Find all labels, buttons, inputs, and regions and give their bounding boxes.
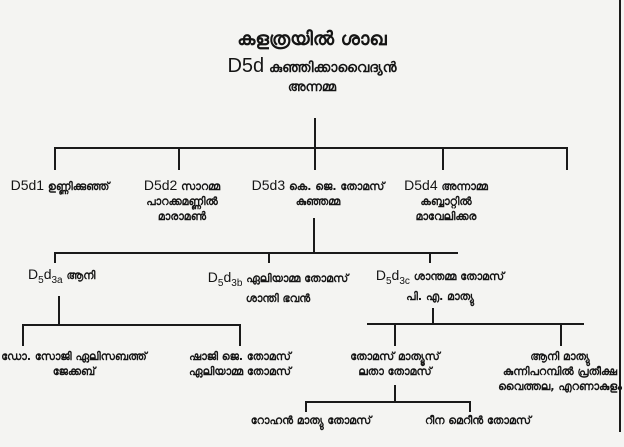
thomas-child-1: റോഹൻ മാത്യു തോമസ് — [250, 414, 372, 427]
name: ശാന്തമ്മ തോമസ് — [413, 270, 505, 283]
root-code: D5d — [227, 55, 265, 77]
spouse: ജേക്കബ് — [52, 365, 96, 378]
grandchild-d5d3a: D5d3a ആനി — [28, 267, 95, 288]
name: കെ. ജെ. തോമസ് — [288, 180, 385, 193]
connector — [58, 296, 60, 324]
connector — [54, 252, 56, 263]
grandchild-d5d3b: D5d3b ഏലിയാമ്മ തോമസ് ശാന്തി ഭവൻ — [208, 270, 348, 306]
address-line: മാരാമൺ — [157, 210, 207, 223]
page-border — [619, 0, 621, 432]
code: D5d2 — [143, 177, 178, 193]
connector — [305, 401, 307, 412]
connector — [314, 118, 316, 148]
name: ഉണ്ണിക്കുഞ്ഞ് — [47, 180, 110, 193]
code: D5d3 — [251, 177, 286, 193]
spouse: കുഞ്ഞമ്മ — [295, 195, 341, 208]
connector — [429, 252, 431, 263]
child-d5d1: D5d1 ഉണ്ണിക്കുഞ്ഞ് — [11, 178, 110, 194]
name: സാറമ്മ — [181, 180, 221, 193]
child-d5d4: D5d4 അന്നാമ്മ കബ്ബാറ്റിൽ മാവേലിക്കര — [404, 178, 488, 224]
connector — [469, 401, 471, 412]
name: ഏലിയാമ്മ തോമസ് — [246, 272, 349, 285]
name: ഡോ. സോജി ഏലിസബത്ത് — [1, 350, 147, 363]
d3c-child-1: തോമസ് മാത്യൂസ് ലതാ തോമസ് — [350, 349, 440, 379]
code: D5d3a — [28, 266, 63, 286]
spouse: ഏലിയാമ്മ തോമസ് — [189, 365, 291, 378]
connector — [560, 323, 562, 346]
connector — [178, 147, 180, 170]
connector — [394, 323, 396, 346]
connector — [22, 324, 24, 346]
connector — [442, 147, 444, 170]
address-line: കബ്ബാറ്റിൽ — [420, 195, 472, 208]
code: D5d3c — [375, 267, 410, 287]
connector — [566, 147, 568, 170]
code: D5d3b — [207, 269, 243, 289]
name: ആനി മാത്യു — [530, 350, 590, 363]
connector — [313, 218, 315, 253]
connector — [268, 252, 270, 263]
d3c-child-2: ആനി മാത്യു കുന്നിപറമ്പിൽ പ്രതീക്ഷ വൈത്തല… — [498, 349, 622, 394]
d3a-child-1: ഡോ. സോജി ഏലിസബത്ത് ജേക്കബ് — [1, 349, 147, 379]
name: ഷാജി ജെ. തോമസ് — [189, 350, 291, 363]
root-spouse: അന്നമ്മ — [287, 80, 337, 95]
connector — [367, 323, 584, 325]
address-line: പാറക്കമണ്ണിൽ — [146, 195, 218, 208]
address-line: മാവേലിക്കര — [415, 210, 477, 223]
connector — [54, 147, 56, 170]
grandchild-d5d3c: D5d3c ശാന്തമ്മ തോമസ് പി. എ. മാത്യു — [376, 268, 504, 304]
child-d5d3: D5d3 കെ. ജെ. തോമസ് കുഞ്ഞമ്മ — [252, 178, 385, 209]
root-name: കുഞ്ഞിക്കാവൈദ്യൻ — [269, 60, 397, 76]
child-d5d2: D5d2 സാറമ്മ പാറക്കമണ്ണിൽ മാരാമൺ — [144, 178, 220, 224]
connector — [305, 401, 471, 403]
spouse: കുന്നിപറമ്പിൽ പ്രതീക്ഷ — [502, 365, 618, 378]
code: D5d1 — [10, 177, 45, 193]
connector — [394, 385, 396, 402]
name: തോമസ് മാത്യൂസ് — [350, 350, 440, 363]
name: ആനി — [66, 269, 96, 282]
page-title: കളത്രയിൽ ശാഖ — [237, 28, 387, 50]
address-line: ശാന്തി ഭവൻ — [245, 291, 311, 305]
thomas-child-2: റീന മെറീൻ തോമസ് — [425, 414, 531, 427]
connector — [239, 324, 241, 346]
spouse: ലതാ തോമസ് — [358, 365, 432, 378]
address-line: വൈത്തല, എറണാകുളം — [498, 380, 622, 393]
connector — [314, 147, 316, 170]
d3a-child-2: ഷാജി ജെ. തോമസ് ഏലിയാമ്മ തോമസ് — [189, 349, 291, 379]
connector — [432, 308, 434, 324]
spouse: പി. എ. മാത്യു — [406, 289, 474, 303]
connector — [22, 324, 241, 326]
code: D5d4 — [404, 177, 438, 193]
root-person: D5d കുഞ്ഞിക്കാവൈദ്യൻ — [227, 55, 396, 78]
name: അന്നാമ്മ — [441, 180, 488, 193]
connector — [54, 147, 568, 149]
connector — [54, 252, 458, 254]
